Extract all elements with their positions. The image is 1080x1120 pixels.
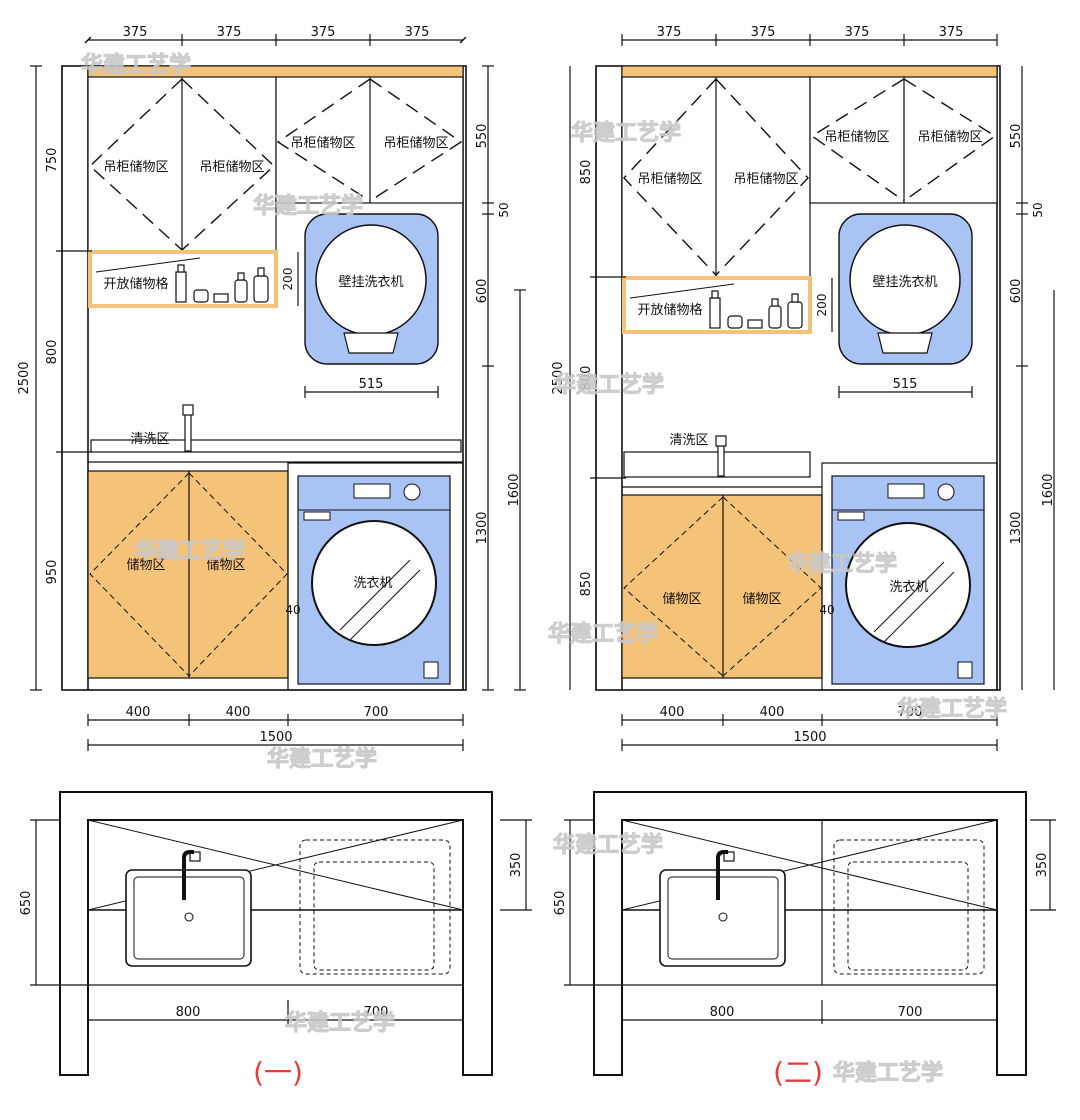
- plan-1: [30, 791, 532, 1076]
- label-open-shelf: 开放储物格: [103, 276, 168, 292]
- plan-washer-depth: 350: [1035, 853, 1050, 878]
- watermark: 华建工艺学: [787, 551, 897, 577]
- dim-515: 515: [359, 377, 384, 392]
- dim-right-outer: 1600: [1041, 473, 1056, 506]
- watermark: 华建工艺学: [571, 120, 681, 146]
- caption-plan-1: (一): [253, 1056, 303, 1089]
- text-layer: 375 375 375 375 375 375 375 375 2500 750…: [17, 25, 1056, 1089]
- watermark: 华建工艺学: [253, 193, 363, 219]
- dim-top-2: 375: [217, 25, 242, 40]
- dim-top-1: 375: [657, 25, 682, 40]
- label-storage: 储物区: [662, 592, 701, 607]
- watermarks: 华建工艺学 华建工艺学 华建工艺学 华建工艺学 华建工艺学 华建工艺学 华建工艺…: [80, 52, 1007, 1087]
- dim-bottom-2: 400: [226, 705, 251, 720]
- watermark: 华建工艺学: [553, 832, 663, 858]
- label-storage: 储物区: [742, 592, 781, 607]
- label-hanging-cab: 吊柜储物区: [103, 160, 168, 175]
- dim-50: 50: [1031, 202, 1045, 217]
- label-open-shelf: 开放储物格: [637, 302, 702, 318]
- plan-right-width: 700: [898, 1005, 923, 1020]
- plan-right-width: 700: [364, 1005, 389, 1020]
- watermark: 华建工艺学: [135, 538, 245, 564]
- dim-200: 200: [815, 294, 829, 317]
- dim-200: 200: [281, 268, 295, 291]
- lower-storage: [87, 470, 289, 679]
- dim-left-2: 800: [579, 366, 594, 391]
- dim-right-1: 550: [1009, 124, 1024, 149]
- dim-40: 40: [819, 603, 834, 617]
- dim-left-3: 850: [579, 572, 594, 597]
- plan-depth: 650: [19, 891, 34, 916]
- dim-top-4: 375: [405, 25, 430, 40]
- sink-counter: [90, 439, 462, 453]
- dim-bottom-1: 400: [660, 705, 685, 720]
- dim-515: 515: [893, 377, 918, 392]
- dim-right-3: 1300: [475, 511, 490, 544]
- dim-left-1: 750: [45, 148, 60, 173]
- watermark: 华建工艺学: [267, 746, 377, 772]
- watermark: 华建工艺学: [81, 52, 191, 78]
- elevation-1: [61, 65, 467, 691]
- label-wall-washer: 壁挂洗衣机: [338, 274, 403, 290]
- dim-right-outer: 1600: [507, 473, 522, 506]
- elevation-2: [595, 65, 1001, 691]
- label-wall-washer: 壁挂洗衣机: [872, 274, 937, 290]
- dim-right-2: 600: [475, 279, 490, 304]
- bottles: [175, 264, 269, 303]
- dim-bottom-3: 700: [898, 705, 923, 720]
- label-hanging-cab: 吊柜储物区: [637, 172, 702, 187]
- label-washer: 洗衣机: [353, 575, 392, 591]
- dim-right-3: 1300: [1009, 511, 1024, 544]
- label-washer: 洗衣机: [889, 579, 928, 595]
- dim-bottom-1: 400: [126, 705, 151, 720]
- label-wash-area: 清洗区: [669, 433, 708, 448]
- plan-washer-depth: 350: [509, 853, 524, 878]
- dim-bottom-3: 700: [364, 705, 389, 720]
- dim-left-total: 2500: [551, 361, 566, 394]
- label-hanging-cab: 吊柜储物区: [917, 130, 982, 145]
- dim-total: 1500: [259, 730, 292, 745]
- dim-top-3: 375: [845, 25, 870, 40]
- dim-top-3: 375: [311, 25, 336, 40]
- dim-left-total: 2500: [17, 361, 32, 394]
- dim-total: 1500: [793, 730, 826, 745]
- label-hanging-cab: 吊柜储物区: [383, 136, 448, 151]
- caption-plan-2: (二): [773, 1056, 823, 1089]
- dimension-lines: [30, 34, 1055, 751]
- dim-40: 40: [285, 603, 300, 617]
- dim-right-2: 600: [1009, 279, 1024, 304]
- label-storage: 储物区: [126, 558, 165, 573]
- label-hanging-cab: 吊柜储物区: [290, 136, 355, 151]
- label-hanging-cab: 吊柜储物区: [199, 160, 264, 175]
- plan-depth: 650: [553, 891, 568, 916]
- dim-bottom-2: 400: [760, 705, 785, 720]
- plan-left-width: 800: [710, 1005, 735, 1020]
- label-storage: 储物区: [206, 558, 245, 573]
- label-hanging-cab: 吊柜储物区: [824, 130, 889, 145]
- plan-2: [564, 791, 1056, 1076]
- dim-50: 50: [497, 202, 511, 217]
- dim-left-2: 800: [45, 340, 60, 365]
- watermark: 华建工艺学: [897, 696, 1007, 722]
- watermark: 华建工艺学: [285, 1010, 395, 1036]
- dim-top-4: 375: [939, 25, 964, 40]
- dim-right-1: 550: [475, 124, 490, 149]
- watermark: 华建工艺学: [548, 621, 658, 647]
- label-wash-area: 清洗区: [130, 432, 169, 447]
- watermark: 华建工艺学: [833, 1060, 943, 1086]
- plan-left-width: 800: [176, 1005, 201, 1020]
- dim-top-1: 375: [123, 25, 148, 40]
- label-hanging-cab: 吊柜储物区: [733, 172, 798, 187]
- dim-left-3: 950: [45, 560, 60, 585]
- dim-top-2: 375: [751, 25, 776, 40]
- watermark: 华建工艺学: [554, 372, 664, 398]
- dim-left-1: 850: [579, 160, 594, 185]
